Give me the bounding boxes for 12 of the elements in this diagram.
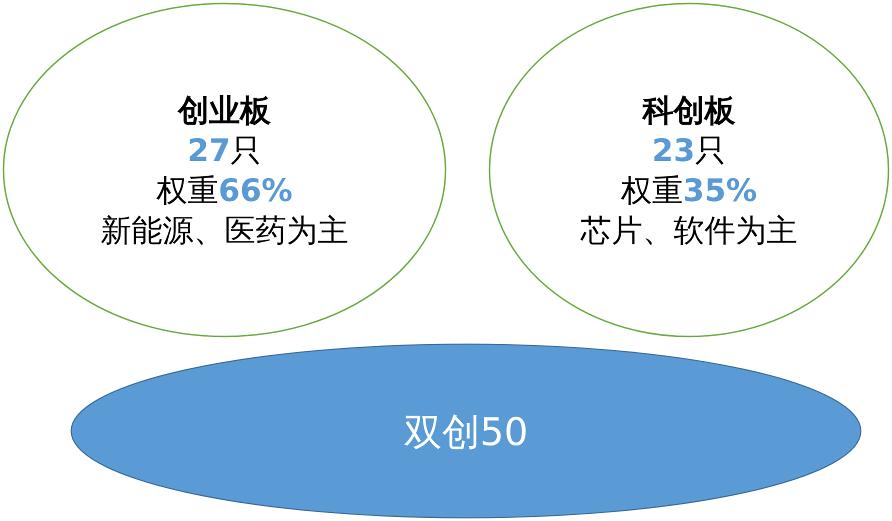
index-name: 双创50 xyxy=(404,409,528,455)
stock-count: 27只 xyxy=(187,132,262,171)
weight-text: 权重35% xyxy=(620,172,758,211)
oval-node xyxy=(70,343,862,519)
board-title: 科创板 xyxy=(642,92,736,131)
stock-count: 23只 xyxy=(652,132,726,171)
sector-text: 芯片、软件为主 xyxy=(580,212,798,251)
oval-node xyxy=(2,2,447,338)
weight-text: 权重66% xyxy=(156,172,293,211)
sector-text: 新能源、医药为主 xyxy=(100,212,348,251)
oval-node xyxy=(488,2,890,338)
board-title: 创业板 xyxy=(178,92,271,131)
